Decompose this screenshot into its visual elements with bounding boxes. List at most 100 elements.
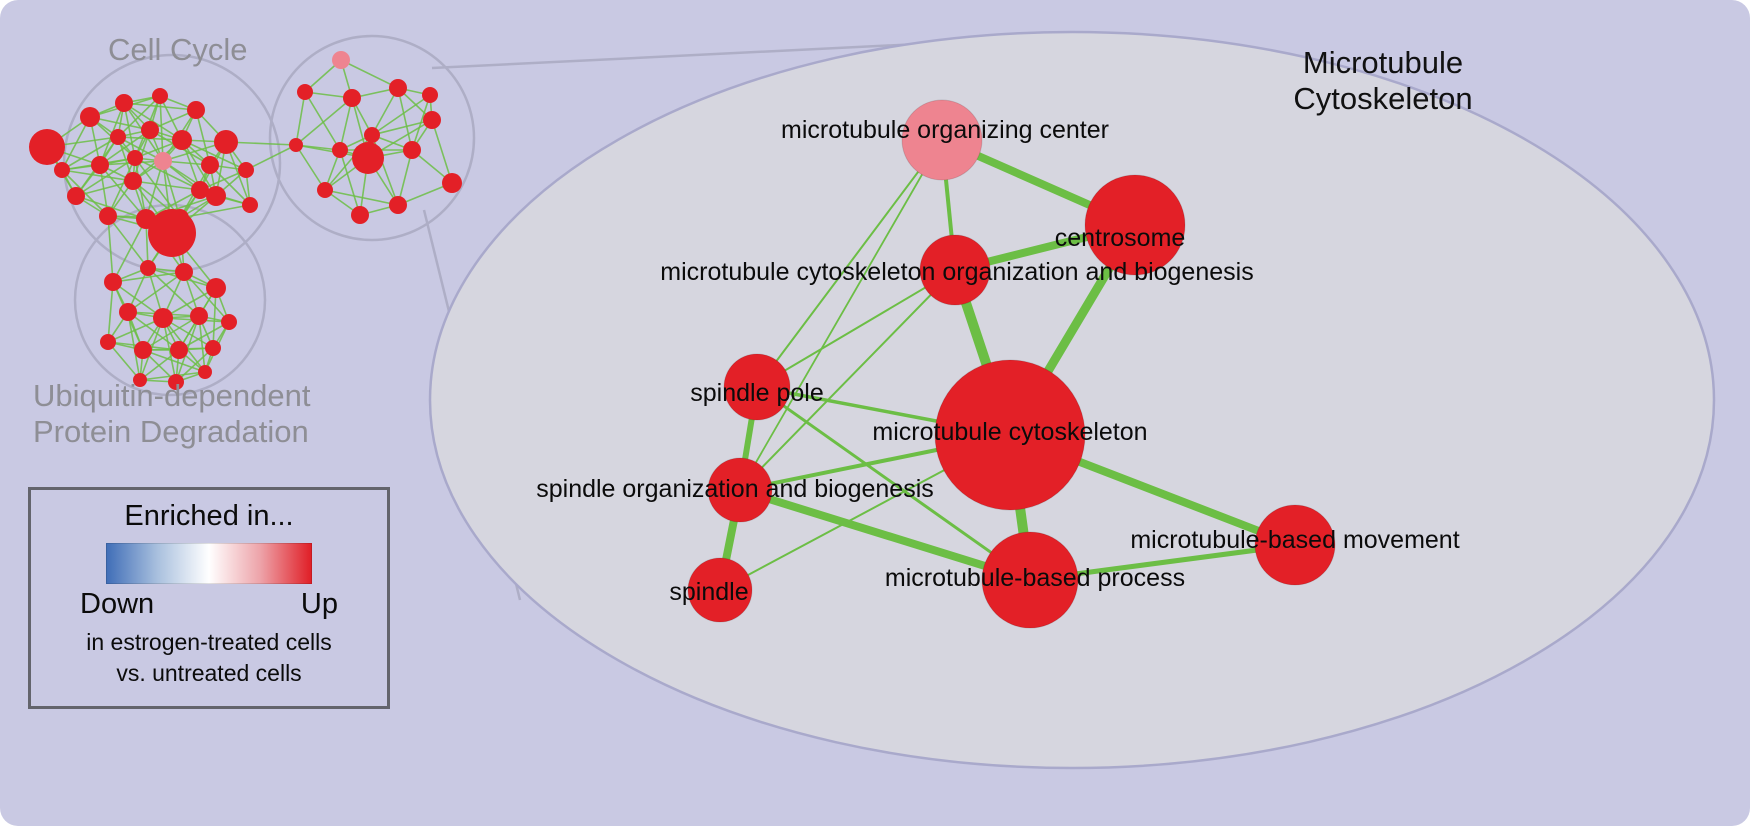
mini-edge	[134, 157, 147, 220]
mini-node	[119, 303, 137, 321]
cluster-title-microtubule-line2: Cytoskeleton	[1293, 80, 1473, 116]
mini-node	[187, 101, 205, 119]
mini-node	[352, 142, 384, 174]
mini-edge	[127, 271, 185, 313]
mini-edge	[117, 95, 161, 138]
mini-node	[206, 278, 226, 298]
mini-edge	[107, 215, 149, 269]
mini-node	[351, 206, 369, 224]
legend-up-label: Up	[300, 588, 338, 620]
node-sorg	[707, 457, 773, 523]
mini-edge	[162, 287, 217, 319]
mini-node	[332, 142, 348, 158]
mini-node	[115, 94, 133, 112]
mini-node	[198, 365, 212, 379]
mini-edge	[340, 59, 399, 89]
mini-edge	[304, 91, 341, 151]
mini-node	[148, 209, 196, 257]
mini-edge	[107, 281, 114, 343]
mini-edge	[107, 215, 114, 283]
mini-edge	[295, 144, 326, 191]
legend-caption-line1: in estrogen-treated cells	[86, 629, 332, 655]
mini-node	[289, 138, 303, 152]
legend-down-label: Down	[80, 588, 155, 620]
mini-node	[134, 341, 152, 359]
mini-node	[104, 273, 122, 291]
cluster-title-ubiquitin-line2: Protein Degradation	[33, 413, 309, 449]
legend-caption: in estrogen-treated cells vs. untreated …	[31, 627, 387, 689]
mini-node	[110, 129, 126, 145]
mini-edge	[75, 157, 136, 197]
edge-moc-sorg	[739, 139, 943, 491]
mini-edge	[107, 157, 136, 217]
mini-edge	[107, 317, 164, 343]
mini-node	[140, 260, 156, 276]
mini-node	[124, 172, 142, 190]
node-centrosome	[1084, 174, 1186, 276]
mini-node	[389, 79, 407, 97]
legend-downup-row: Down Up	[80, 588, 338, 621]
cluster-title-microtubule-line1: Microtubule	[1302, 45, 1464, 80]
mini-edge	[371, 119, 433, 136]
mini-edge	[142, 315, 200, 351]
edge-mco-sorg	[739, 269, 956, 491]
cluster-title-microtubule: Microtubule Cytoskeleton	[1283, 45, 1483, 116]
mini-edge	[127, 311, 141, 381]
mini-edge	[112, 281, 164, 319]
mini-edge	[134, 157, 181, 219]
mini-edge	[198, 315, 206, 373]
mini-node	[190, 307, 208, 325]
node-mmove	[1254, 504, 1336, 586]
mini-edge	[397, 149, 413, 206]
mini-edge	[209, 164, 251, 206]
mini-node	[403, 141, 421, 159]
edge-sorg-mproc	[736, 486, 1034, 584]
mini-node	[442, 173, 462, 193]
node-label-spole: spindle pole	[690, 379, 823, 407]
mini-node	[153, 308, 173, 328]
node-label-mproc: microtubule-based process	[885, 564, 1185, 592]
mini-node	[389, 196, 407, 214]
legend-title: Enriched in...	[124, 500, 294, 532]
mini-node	[67, 187, 85, 205]
mini-edge	[181, 139, 247, 171]
mini-node	[343, 89, 361, 107]
mini-edge	[112, 218, 147, 283]
mini-edge	[142, 349, 206, 373]
node-mproc	[981, 531, 1079, 629]
node-label-mco: microtubule cytoskeleton organization an…	[660, 258, 1253, 286]
node-label-sorg: spindle organization and biogenesis	[536, 475, 934, 503]
mini-edge	[159, 95, 164, 162]
mini-edge	[183, 271, 230, 323]
mini-edge	[61, 169, 109, 217]
legend-box: Enriched in... Down Up in estrogen-treat…	[28, 487, 390, 709]
mini-node	[175, 263, 193, 281]
legend-gradient-bar	[106, 543, 312, 584]
mini-edge	[107, 341, 141, 381]
mini-edge	[75, 195, 147, 220]
node-label-spindle: spindle	[669, 578, 748, 606]
mini-node	[80, 107, 100, 127]
mini-node	[238, 162, 254, 178]
node-label-moc: microtubule organizing center	[781, 116, 1109, 144]
node-mco	[919, 234, 991, 306]
mini-edge	[61, 169, 134, 182]
mini-edge	[61, 136, 119, 171]
mini-edge	[99, 164, 147, 220]
mini-node	[191, 181, 209, 199]
node-moc	[901, 99, 983, 181]
mini-edge	[195, 109, 211, 166]
mini-node	[99, 207, 117, 225]
cluster-title-cell-cycle: Cell Cycle	[108, 32, 248, 67]
mini-node	[364, 127, 380, 143]
mini-edge	[99, 129, 151, 166]
node-label-centrosome: centrosome	[1055, 224, 1186, 252]
mini-node	[127, 150, 143, 166]
mini-node	[221, 314, 237, 330]
mini-edge	[245, 144, 297, 171]
node-mcyto	[934, 359, 1086, 511]
mini-node	[206, 186, 226, 206]
node-spindle	[687, 557, 753, 623]
mini-node	[205, 340, 221, 356]
